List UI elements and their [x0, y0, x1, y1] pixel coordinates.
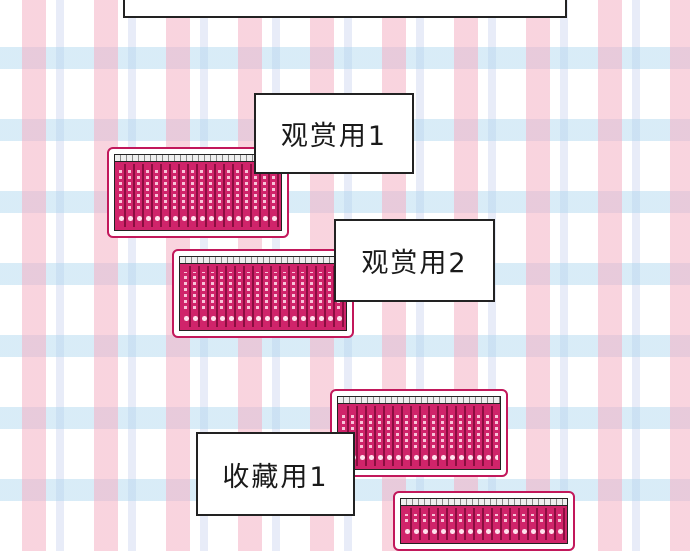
book-box: [337, 396, 501, 470]
book-box: [400, 498, 568, 544]
book-set-collection-1: [330, 389, 508, 477]
book-box-top: [180, 257, 346, 264]
book-set-display-2: [172, 249, 354, 338]
book-box-top: [115, 155, 281, 162]
book-spines: [182, 266, 344, 327]
book-spines: [117, 164, 279, 227]
top-caption-panel: [123, 0, 567, 18]
label-display-1: 观赏用1: [254, 93, 414, 174]
book-set-collection-2: [393, 491, 575, 551]
book-spines: [340, 406, 498, 466]
label-collection-1: 收藏用1: [196, 432, 355, 516]
book-box-top: [338, 397, 500, 404]
book-box: [179, 256, 347, 331]
book-box-top: [401, 499, 567, 506]
label-display-2: 观赏用2: [334, 219, 495, 302]
book-spines: [403, 508, 565, 540]
